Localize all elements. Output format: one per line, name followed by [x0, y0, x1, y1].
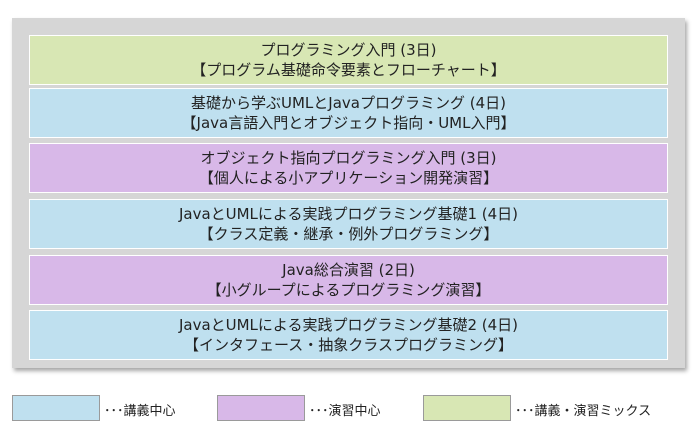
course-box-5: Java総合演習 (2日) 【小グループによるプログラミング演習】 — [29, 255, 668, 305]
course-box-2: 基礎から学ぶUMLとJavaプログラミング (4日) 【Java言語入門とオブジ… — [29, 88, 668, 138]
legend-swatch-practice — [217, 395, 305, 421]
course-description: 【クラス定義・継承・例外プログラミング】 — [198, 225, 499, 243]
course-box-6: JavaとUMLによる実践プログラミング基礎2 (4日) 【インタフェース・抽象… — [29, 310, 668, 360]
legend-label-lecture: ･･･講義中心 — [104, 404, 176, 419]
course-box-1: プログラミング入門 (3日) 【プログラム基礎命令要素とフローチャート】 — [29, 35, 668, 85]
course-title: JavaとUMLによる実践プログラミング基礎1 (4日) — [178, 205, 519, 223]
legend-label-mix: ･･･講義・演習ミックス — [515, 404, 652, 419]
legend-swatch-lecture — [12, 395, 100, 421]
curriculum-panel: プログラミング入門 (3日) 【プログラム基礎命令要素とフローチャート】 基礎か… — [12, 18, 685, 368]
course-description: 【プログラム基礎命令要素とフローチャート】 — [191, 61, 506, 79]
course-title: 基礎から学ぶUMLとJavaプログラミング (4日) — [191, 94, 506, 112]
course-title: プログラミング入門 (3日) — [260, 41, 437, 59]
course-title: JavaとUMLによる実践プログラミング基礎2 (4日) — [178, 316, 519, 334]
course-description: 【Java言語入門とオブジェクト指向・UML入門】 — [181, 114, 516, 132]
course-box-4: JavaとUMLによる実践プログラミング基礎1 (4日) 【クラス定義・継承・例… — [29, 199, 668, 249]
course-description: 【小グループによるプログラミング演習】 — [206, 281, 491, 299]
course-description: 【インタフェース・抽象クラスプログラミング】 — [184, 336, 513, 354]
course-description: 【個人による小アプリケーション開発演習】 — [198, 169, 499, 187]
course-title: オブジェクト指向プログラミング入門 (3日) — [200, 149, 497, 167]
course-title: Java総合演習 (2日) — [282, 261, 415, 279]
course-box-3: オブジェクト指向プログラミング入門 (3日) 【個人による小アプリケーション開発… — [29, 143, 668, 193]
legend-label-practice: ･･･演習中心 — [309, 404, 381, 419]
legend-swatch-mix — [423, 395, 511, 421]
